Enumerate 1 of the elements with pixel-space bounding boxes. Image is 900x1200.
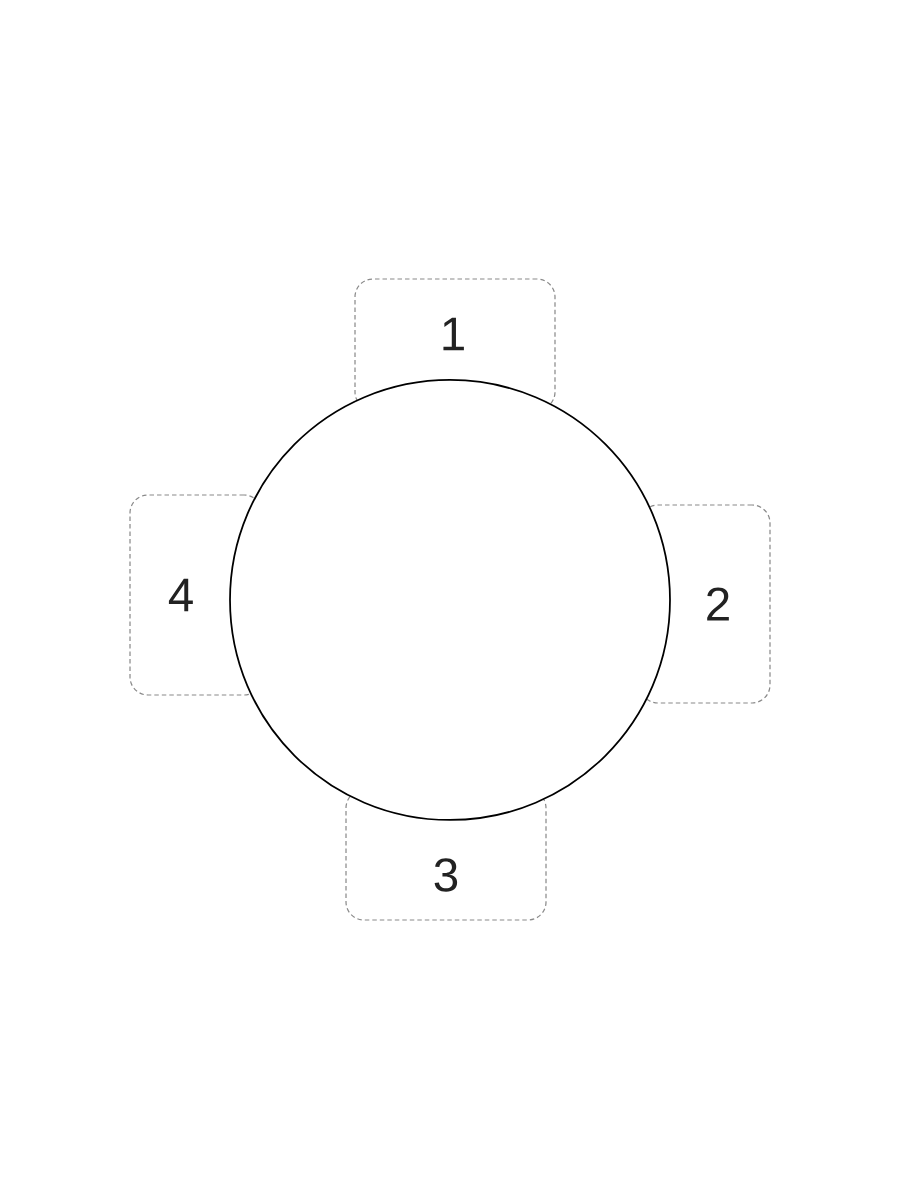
table-circle [229,379,671,821]
